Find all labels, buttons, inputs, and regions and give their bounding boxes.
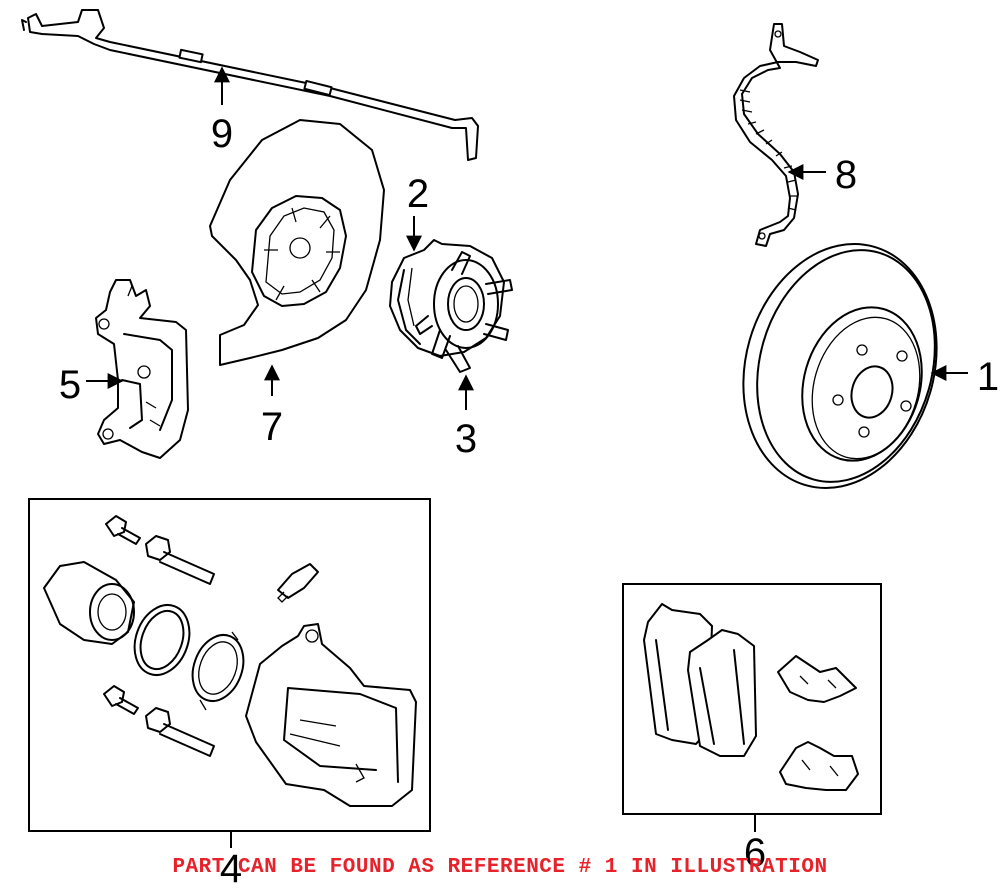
ref-label-4: 4 [220, 847, 242, 889]
ref-label-8: 8 [835, 153, 857, 197]
ref-label-1: 1 [977, 355, 999, 399]
wheel-hub [389, 239, 513, 373]
callout-6: 6 [744, 814, 766, 875]
ref-label-9: 9 [211, 112, 233, 156]
wear-sensor-wire [21, 9, 479, 161]
callout-4: 4 [220, 831, 242, 889]
ref-label-2: 2 [407, 172, 429, 216]
callout-3: 3 [455, 374, 477, 461]
ref-label-6: 6 [744, 831, 766, 875]
dust-shield [209, 119, 385, 366]
brake-pads-group [622, 583, 882, 815]
callout-2: 2 [406, 172, 429, 252]
reference-notice: PART CAN BE FOUND AS REFERENCE # 1 IN IL… [172, 856, 828, 879]
ref-label-5: 5 [59, 363, 81, 407]
caliper-bracket [95, 279, 189, 459]
ref-label-7: 7 [261, 405, 283, 449]
caliper-kit-group [28, 498, 431, 832]
callout-7: 7 [261, 364, 283, 449]
callout-1: 1 [930, 355, 999, 399]
callout-9: 9 [211, 66, 233, 156]
callout-8: 8 [787, 153, 857, 197]
callout-5: 5 [59, 363, 124, 407]
brake-hose [733, 23, 819, 247]
ref-label-3: 3 [455, 417, 477, 461]
brake-rotor [742, 243, 938, 489]
